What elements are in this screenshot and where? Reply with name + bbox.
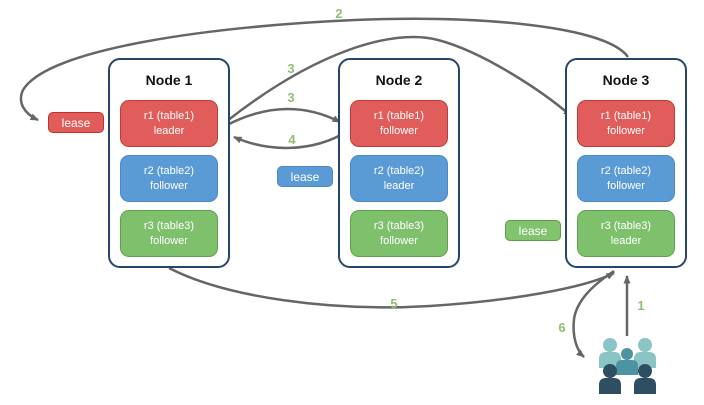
replica-label: r1 (table1) [373,110,425,123]
users-icon [599,338,656,394]
arrow-step-3-to-node3 [226,35,572,122]
replica-label: r2 (table2) [373,165,425,178]
lease-badge-green: lease [505,220,561,241]
replica-label: r3 (table3) [600,220,652,233]
arrow-step-6 [572,269,615,358]
arrow-step-4 [233,129,349,150]
node-1-replica-r2: r2 (table2) follower [120,155,218,202]
replica-role: leader [383,179,415,192]
replica-label: r3 (table3) [143,220,195,233]
arrow-step-3-to-node2 [226,107,341,127]
replica-role: follower [380,234,418,247]
node-2-replica-r3: r3 (table3) follower [350,210,448,257]
replica-role: leader [153,124,185,137]
node-3-replica-r1: r1 (table1) follower [577,100,675,147]
replica-role: follower [150,179,188,192]
node-1: Node 1 r1 (table1) leader r2 (table2) fo… [108,58,230,268]
lease-badge-red: lease [48,112,104,133]
replica-label: r2 (table2) [600,165,652,178]
step-label-2: 2 [335,6,343,21]
node-2-title: Node 2 [375,72,423,88]
replica-label: r1 (table1) [143,110,195,123]
replica-role: leader [610,234,642,247]
arrow-step-5 [168,266,615,309]
node-1-title: Node 1 [145,72,193,88]
replica-label: r3 (table3) [373,220,425,233]
replica-role: follower [607,124,645,137]
replica-label: r2 (table2) [143,165,195,178]
step-label-1: 1 [637,298,645,313]
node-2: Node 2 r1 (table1) follower r2 (table2) … [338,58,460,268]
node-3-title: Node 3 [602,72,650,88]
step-label-6: 6 [558,320,566,335]
step-label-3a: 3 [287,61,295,76]
lease-badge-blue: lease [277,166,333,187]
step-label-4: 4 [288,132,296,147]
node-3-replica-r2: r2 (table2) follower [577,155,675,202]
node-2-replica-r1: r1 (table1) follower [350,100,448,147]
node-1-replica-r3: r3 (table3) follower [120,210,218,257]
node-2-replica-r2: r2 (table2) leader [350,155,448,202]
replica-role: follower [150,234,188,247]
replica-label: r1 (table1) [600,110,652,123]
step-label-3b: 3 [287,90,295,105]
arrow-step-2 [19,17,630,122]
node-1-replica-r1: r1 (table1) leader [120,100,218,147]
replica-role: follower [607,179,645,192]
replica-role: follower [380,124,418,137]
node-3: Node 3 r1 (table1) follower r2 (table2) … [565,58,687,268]
node-3-replica-r3: r3 (table3) leader [577,210,675,257]
step-label-5: 5 [390,296,398,311]
